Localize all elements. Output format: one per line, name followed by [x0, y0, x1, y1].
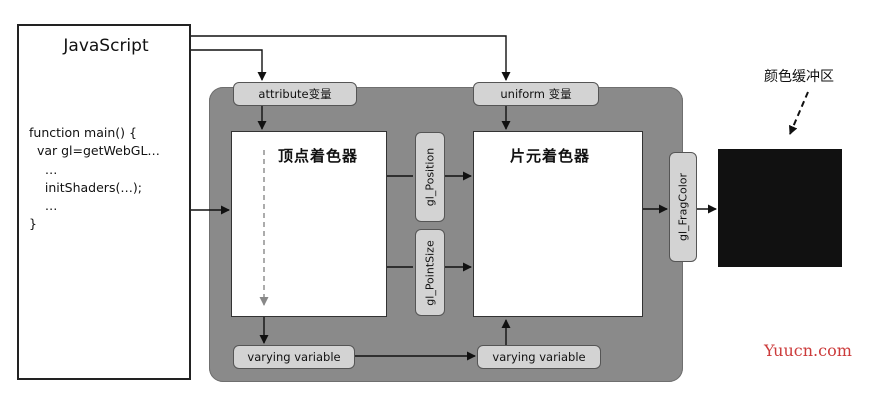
vertex-shader-label: 顶点着色器 [278, 147, 359, 165]
uniform-variable-pill: uniform 变量 [473, 82, 599, 106]
color-buffer-label: 颜色缓冲区 [764, 69, 834, 85]
fragment-shader-label: 片元着色器 [510, 147, 591, 165]
gl-position-pill: gl_Position [415, 132, 445, 222]
watermark: Yuucn.com [764, 341, 852, 360]
varying-variable-pill-fragment: varying variable [477, 345, 601, 369]
vertex-shader-box [231, 131, 387, 317]
arrow-js-to-uniform [191, 35, 511, 81]
javascript-code: function main() { var gl=getWebGL… … ini… [29, 125, 160, 232]
javascript-title: JavaScript [63, 36, 149, 56]
varying-variable-pill-vertex: varying variable [233, 345, 355, 369]
gl-pointsize-pill: gl_PointSize [415, 229, 445, 316]
gl-fragcolor-pill: gl_FragColor [669, 152, 697, 262]
color-buffer [718, 149, 842, 267]
fragment-shader-box [473, 131, 643, 317]
javascript-box: JavaScript function main() { var gl=getW… [17, 24, 191, 380]
attribute-variable-pill: attribute变量 [233, 82, 357, 106]
arrow-js-to-attribute [191, 49, 267, 81]
arrow-label-to-buffer [789, 91, 809, 135]
